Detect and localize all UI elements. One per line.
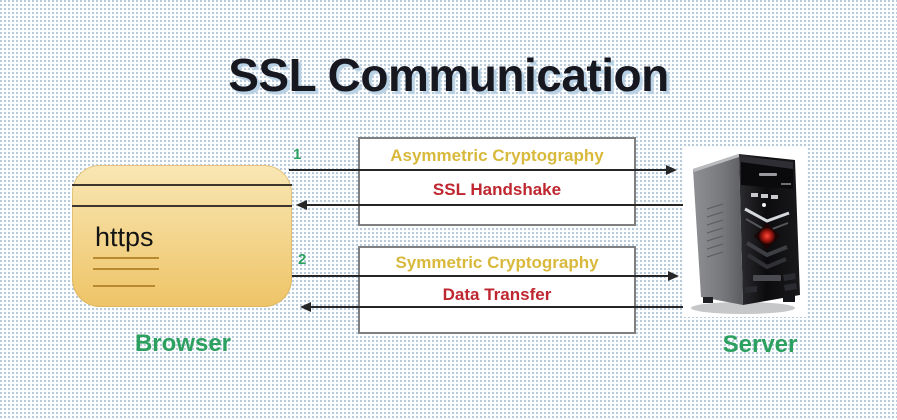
arrow-right-line [289,169,667,171]
handshake-box: Asymmetric Cryptography SSL Handshake [358,137,636,226]
data-transfer-method-label: Symmetric Cryptography [395,253,599,272]
browser-content-line [93,285,155,287]
browser-label: Browser [134,330,232,357]
browser-window-icon: https [72,165,292,307]
arrow-left-line [310,306,683,308]
arrow-right-icon [668,271,679,281]
data-transfer-box: Symmetric Cryptography Data Transfer [358,246,636,334]
diagram-title: SSL Communication [228,49,669,101]
browser-url-text: https [95,222,154,252]
arrow-right-line [292,275,669,277]
arrow-left-icon [300,302,311,312]
browser-content-line [93,257,159,259]
step-number-1: 1 [293,146,302,163]
arrow-right-icon [666,165,677,175]
browser-titlebar-line [72,184,292,186]
step-number-2: 2 [298,251,307,268]
browser-content-line [93,268,159,270]
server-tower-icon [691,154,800,314]
arrow-left-icon [296,200,307,210]
server-image [683,147,807,317]
handshake-method-label: Asymmetric Cryptography [390,146,604,165]
browser-titlebar-line [72,205,292,207]
handshake-action-label: SSL Handshake [432,180,562,199]
data-transfer-action-label: Data Transfer [442,285,552,304]
server-label: Server [722,331,798,358]
arrow-left-line [306,204,683,206]
